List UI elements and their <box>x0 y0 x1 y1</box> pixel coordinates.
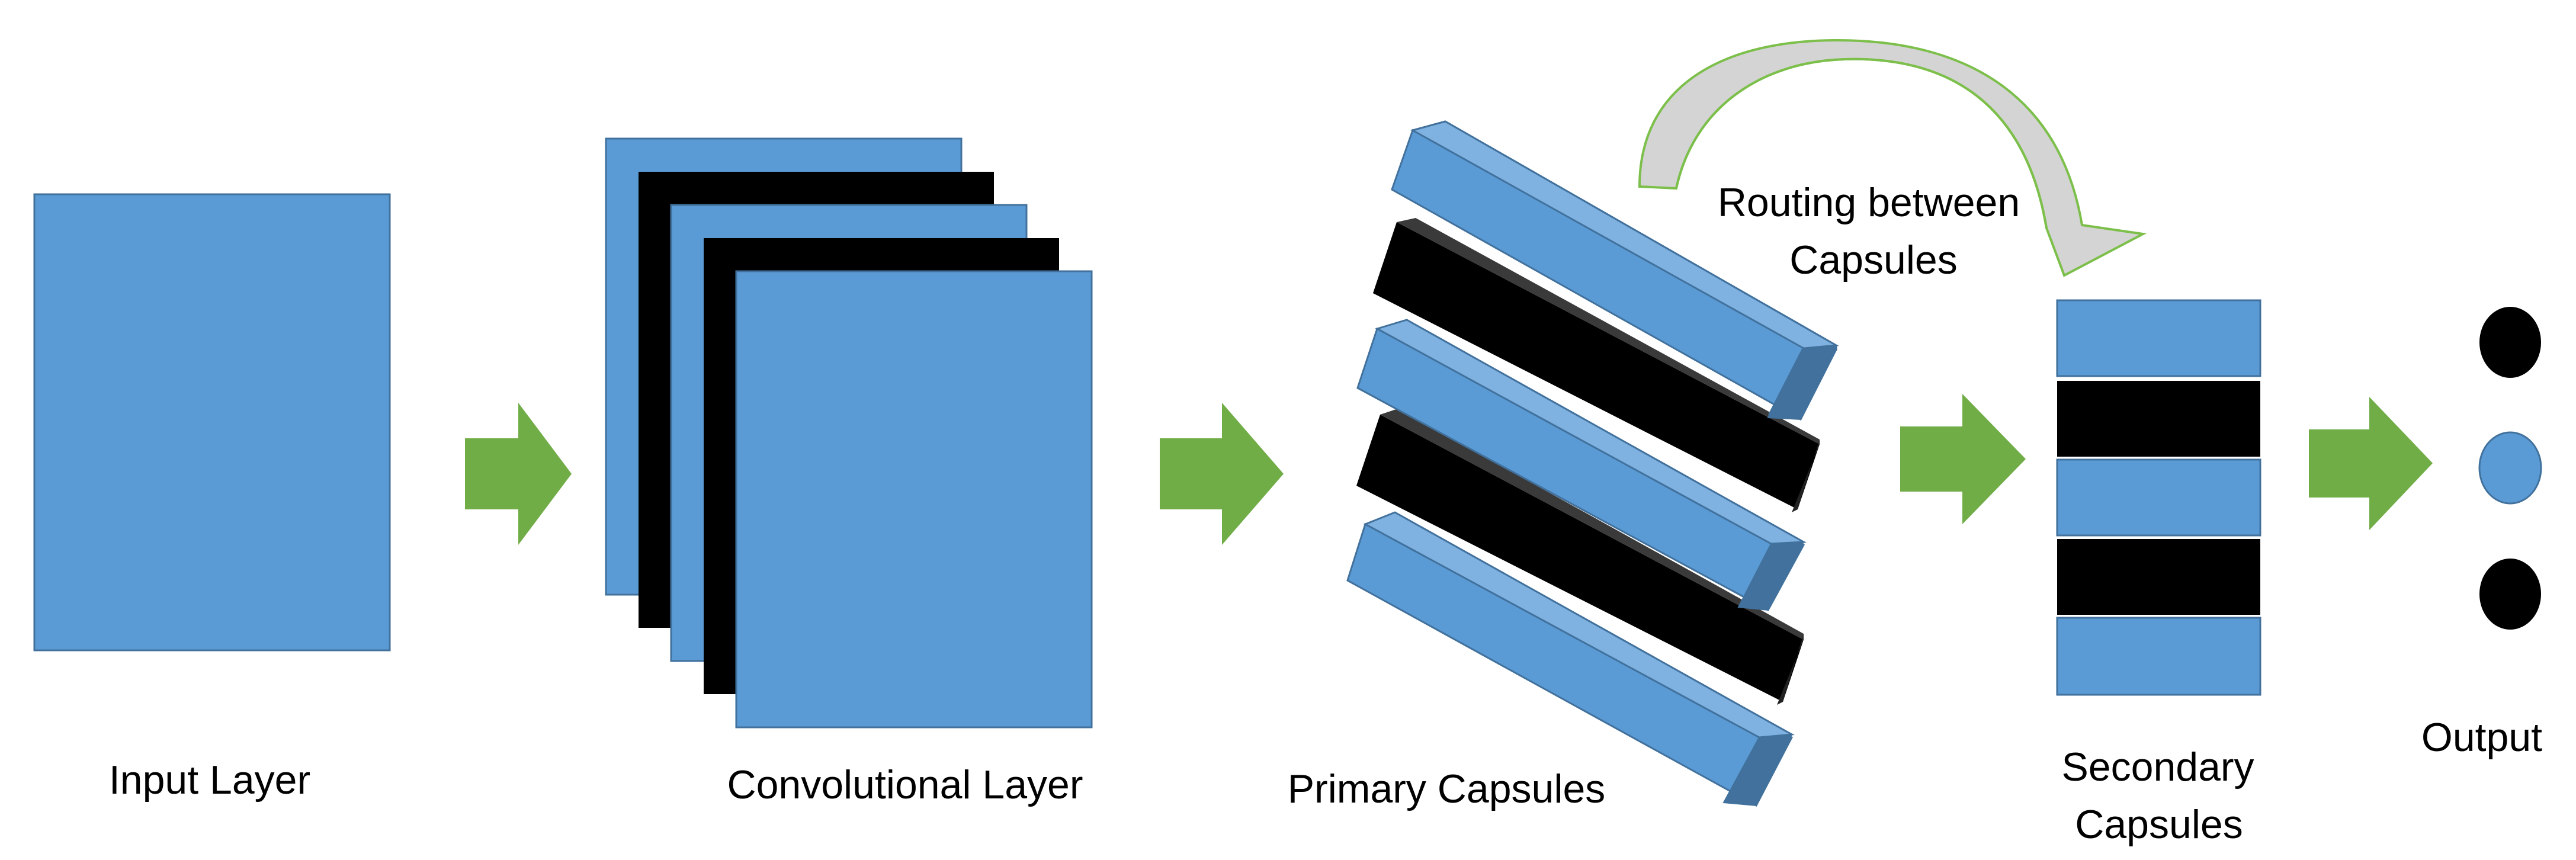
output-node-2 <box>2478 431 2542 505</box>
primary-capsules <box>1346 120 1839 807</box>
convolutional-layer-label: Convolutional Layer <box>727 762 1083 807</box>
primary-capsules-label: Primary Capsules <box>1288 766 1606 811</box>
input-layer-block <box>33 193 391 652</box>
primary-capsule-bar-4 <box>1356 409 1804 705</box>
secondary-capsule-2 <box>2057 381 2260 457</box>
secondary-capsule-5 <box>2056 617 2261 696</box>
routing-label-line2: Capsules <box>1789 238 1958 283</box>
secondary-capsule-3 <box>2056 458 2261 537</box>
primary-capsule-bar-2 <box>1373 218 1820 512</box>
flow-arrow-4 <box>2309 397 2433 530</box>
convolutional-layer-stack <box>605 137 1093 729</box>
flow-arrow-3 <box>1900 394 2026 524</box>
secondary-capsule-1 <box>2056 299 2261 377</box>
primary-capsule-bar-1 <box>1391 120 1839 421</box>
secondary-capsule-4 <box>2057 539 2260 615</box>
secondary-capsules <box>2056 299 2261 696</box>
output-label: Output <box>2421 715 2542 760</box>
flow-arrow-2 <box>1160 403 1284 545</box>
input-layer-label: Input Layer <box>109 758 310 803</box>
routing-curved-arrow-inner <box>1675 57 2048 229</box>
output-nodes <box>2478 307 2542 630</box>
primary-capsule-bar-5 <box>1346 511 1795 807</box>
conv-feature-map-5 <box>735 270 1093 729</box>
flow-arrow-1 <box>465 403 572 545</box>
secondary-capsules-label-line2: Capsules <box>2075 802 2243 847</box>
secondary-capsules-label-line1: Secondary <box>2061 745 2254 790</box>
routing-label-line1: Routing between <box>1718 180 2020 225</box>
output-node-1 <box>2479 307 2541 378</box>
output-node-3 <box>2479 559 2541 630</box>
primary-capsule-bar-3 <box>1356 319 1807 612</box>
